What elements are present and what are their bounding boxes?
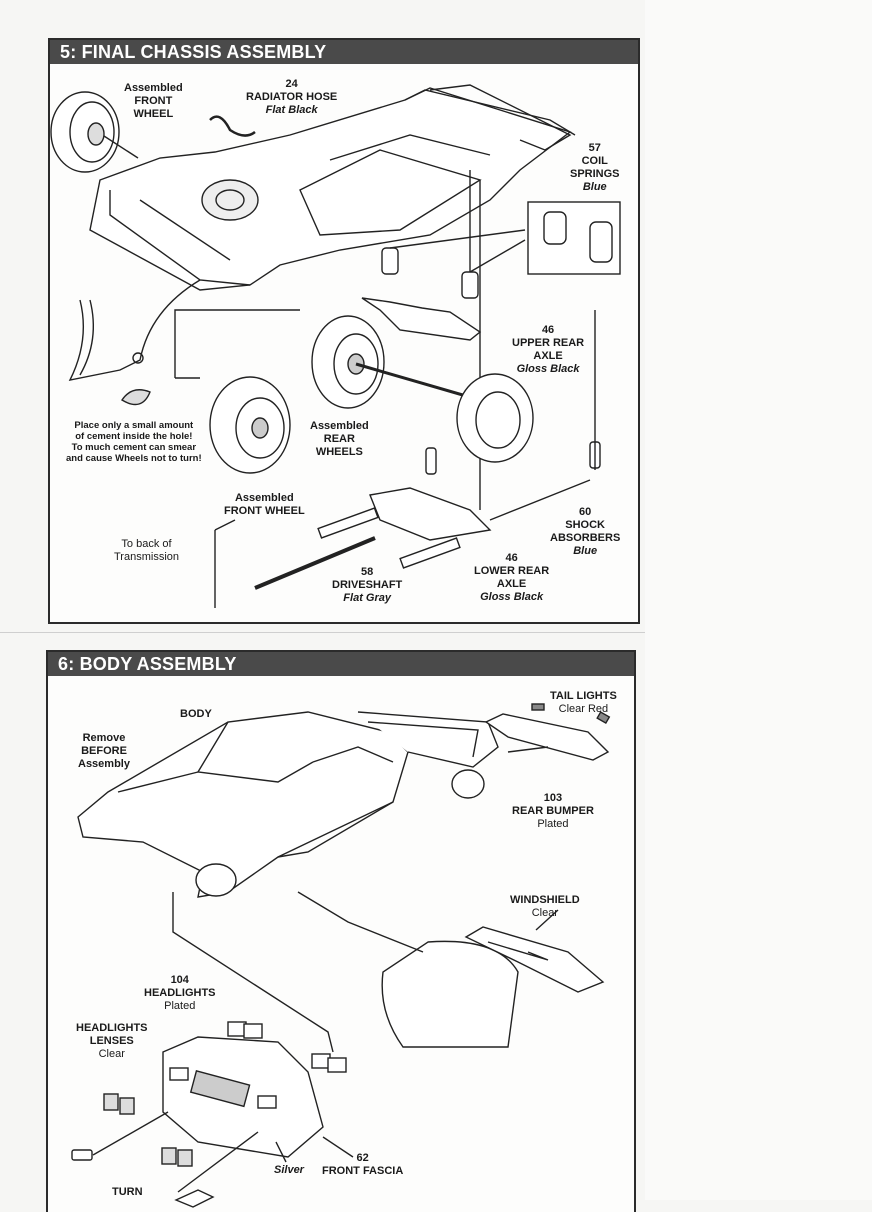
chassis-illustration xyxy=(50,84,621,608)
front-wheel-top-label: Assembled FRONT WHEEL xyxy=(124,82,183,120)
driveshaft-label: 58 DRIVESHAFT Flat Gray xyxy=(332,566,403,604)
step-5-title: 5: FINAL CHASSIS ASSEMBLY xyxy=(50,40,638,64)
step-5-panel: 5: FINAL CHASSIS ASSEMBLY xyxy=(48,38,640,624)
coil-springs-label: 57 COIL SPRINGS Blue xyxy=(570,142,620,193)
tail-lights-label: TAIL LIGHTS Clear Red xyxy=(550,690,617,715)
step-6-panel: 6: BODY ASSEMBLY xyxy=(46,650,636,1212)
upper-rear-axle-label: 46 UPPER REAR AXLE Gloss Black xyxy=(512,324,585,375)
shock-absorbers-label: 60 SHOCK ABSORBERS Blue xyxy=(550,506,621,557)
rear-bumper-label: 103 REAR BUMPER Plated xyxy=(512,792,594,830)
front-fascia-label: 62 FRONT FASCIA xyxy=(322,1152,404,1177)
lower-rear-axle-label: 46 LOWER REAR AXLE Gloss Black xyxy=(474,552,550,603)
step-6-title: 6: BODY ASSEMBLY xyxy=(48,652,634,676)
cement-note: Place only a small amount of cement insi… xyxy=(66,420,202,464)
headlights-label: 104 HEADLIGHTS Plated xyxy=(144,974,216,1012)
turn-label: TURN xyxy=(112,1186,143,1198)
body-illustration xyxy=(71,703,611,1208)
page-margin xyxy=(645,0,872,1200)
windshield-label: WINDSHIELD Clear xyxy=(510,894,580,919)
silver-label: Silver xyxy=(274,1164,304,1176)
body-label: BODY xyxy=(180,708,212,720)
front-wheel-bottom-label: Assembled FRONT WHEEL xyxy=(224,492,305,517)
radiator-hose-label: 24 RADIATOR HOSE Flat Black xyxy=(246,78,338,116)
headlights-lenses-label: HEADLIGHTS LENSES Clear xyxy=(76,1022,148,1060)
page-fold xyxy=(0,632,645,633)
rear-wheels-label: Assembled REAR WHEELS xyxy=(310,420,369,458)
remove-before-label: Remove BEFORE Assembly xyxy=(78,732,130,770)
to-back-label: To back of Transmission xyxy=(114,538,179,563)
